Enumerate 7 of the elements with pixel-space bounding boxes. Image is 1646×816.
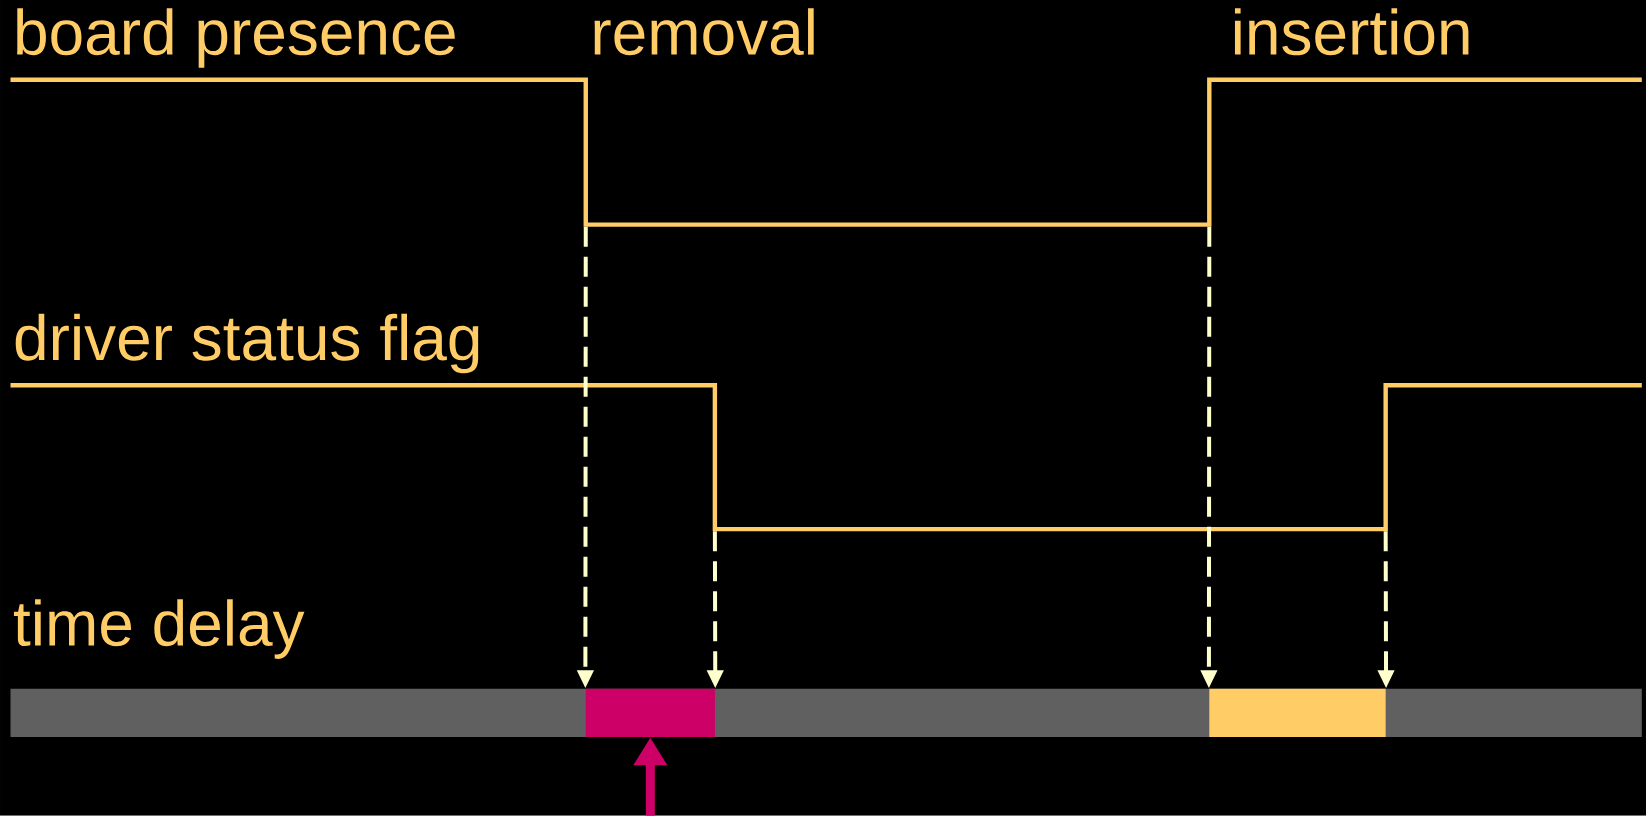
delay-segment (1209, 688, 1386, 738)
signal-label: driver status flag (15, 313, 479, 374)
signal-label: removal (594, 8, 814, 56)
signal-label: board presence (17, 8, 455, 69)
delay-segment (585, 688, 715, 738)
signal-label: insertion (1234, 8, 1469, 56)
signal-label: time delay (14, 599, 305, 660)
